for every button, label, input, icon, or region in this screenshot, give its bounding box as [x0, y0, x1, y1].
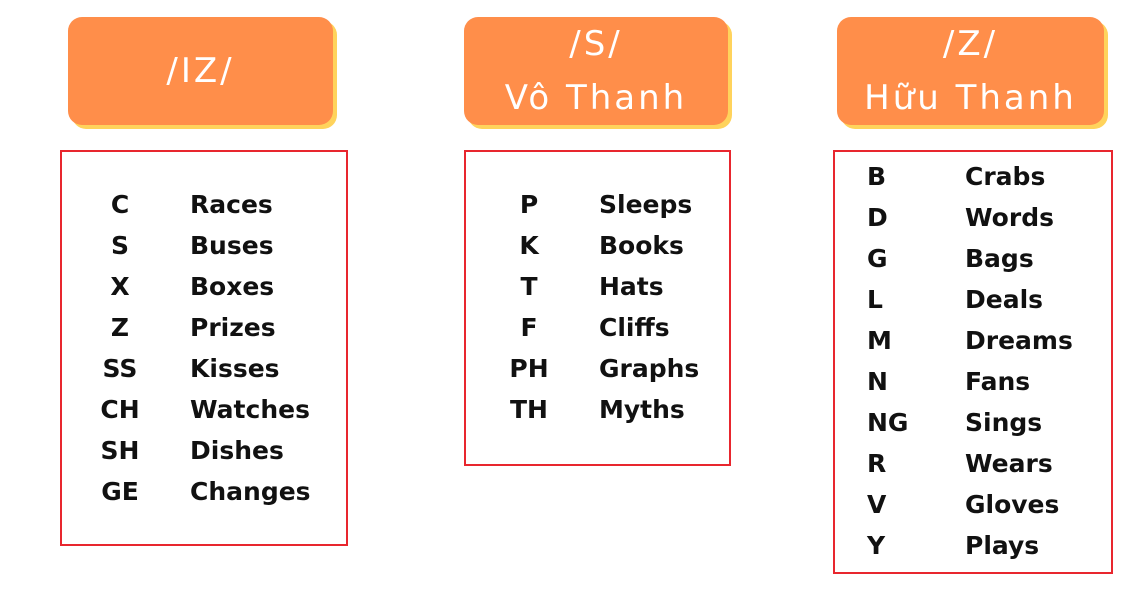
- list-item: PH Graphs: [466, 354, 729, 395]
- list-item: D Words: [835, 203, 1111, 244]
- list-item: CH Watches: [62, 395, 346, 436]
- spelling-letter: D: [867, 203, 888, 232]
- spelling-letter: G: [867, 244, 888, 273]
- spelling-letter: SS: [102, 354, 138, 383]
- list-item: F Cliffs: [466, 313, 729, 354]
- example-word: Crabs: [965, 162, 1046, 191]
- list-item: X Boxes: [62, 272, 346, 313]
- spelling-letter: NG: [867, 408, 909, 437]
- example-word: Graphs: [599, 354, 700, 383]
- spelling-letter: M: [867, 326, 892, 355]
- list-item: N Fans: [835, 367, 1111, 408]
- list-item: V Gloves: [835, 490, 1111, 531]
- example-word: Sings: [965, 408, 1043, 437]
- list-item: SS Kisses: [62, 354, 346, 395]
- list-item: GE Changes: [62, 477, 346, 518]
- spelling-letter: GE: [101, 477, 139, 506]
- example-word: Cliffs: [599, 313, 670, 342]
- list-item: TH Myths: [466, 395, 729, 436]
- spelling-letter: V: [867, 490, 887, 519]
- example-word: Words: [965, 203, 1054, 232]
- spelling-letter: Z: [110, 313, 130, 342]
- list-item: P Sleeps: [466, 190, 729, 231]
- spelling-letter: X: [110, 272, 130, 301]
- example-word: Gloves: [965, 490, 1060, 519]
- spelling-letter: SH: [100, 436, 140, 465]
- spelling-letter: Y: [867, 531, 886, 560]
- spelling-letter: TH: [510, 395, 548, 424]
- example-word: Hats: [599, 272, 664, 301]
- example-word: Boxes: [190, 272, 275, 301]
- list-item: M Dreams: [835, 326, 1111, 367]
- spelling-letter: C: [110, 190, 130, 219]
- header-subtitle: Hữu Thanh: [864, 78, 1077, 118]
- example-word: Books: [599, 231, 684, 260]
- spelling-letter: S: [110, 231, 129, 260]
- spelling-letter: L: [867, 285, 883, 314]
- spelling-letter: N: [867, 367, 888, 396]
- example-word: Bags: [965, 244, 1034, 273]
- list-item: SH Dishes: [62, 436, 346, 477]
- spelling-letter: K: [519, 231, 539, 260]
- spelling-letter: B: [867, 162, 887, 191]
- list-item: Y Plays: [835, 531, 1111, 572]
- header-iz: /IZ/: [68, 17, 333, 125]
- example-word: Prizes: [190, 313, 276, 342]
- example-word: Dreams: [965, 326, 1073, 355]
- example-word: Races: [190, 190, 273, 219]
- list-item: B Crabs: [835, 162, 1111, 203]
- header-title: /S/: [569, 24, 623, 64]
- example-word: Dishes: [190, 436, 284, 465]
- spelling-letter: F: [520, 313, 538, 342]
- list-item: S Buses: [62, 231, 346, 272]
- example-word: Watches: [190, 395, 310, 424]
- spelling-letter: CH: [100, 395, 140, 424]
- example-word: Kisses: [190, 354, 280, 383]
- list-item: G Bags: [835, 244, 1111, 285]
- list-item: L Deals: [835, 285, 1111, 326]
- list-item: K Books: [466, 231, 729, 272]
- list-item: Z Prizes: [62, 313, 346, 354]
- example-word: Wears: [965, 449, 1053, 478]
- header-z: /Z/ Hữu Thanh: [837, 17, 1104, 125]
- spelling-letter: T: [520, 272, 538, 301]
- header-s: /S/ Vô Thanh: [464, 17, 728, 125]
- list-item: NG Sings: [835, 408, 1111, 449]
- list-item: R Wears: [835, 449, 1111, 490]
- example-word: Changes: [190, 477, 311, 506]
- example-word: Buses: [190, 231, 274, 260]
- list-item: C Races: [62, 190, 346, 231]
- example-word: Deals: [965, 285, 1044, 314]
- example-word: Fans: [965, 367, 1031, 396]
- example-word: Myths: [599, 395, 685, 424]
- spelling-letter: P: [519, 190, 539, 219]
- header-title: /IZ/: [166, 51, 235, 91]
- list-item: T Hats: [466, 272, 729, 313]
- example-word: Plays: [965, 531, 1040, 560]
- spelling-letter: R: [867, 449, 887, 478]
- header-title: /Z/: [942, 24, 999, 64]
- header-subtitle: Vô Thanh: [504, 78, 688, 118]
- spelling-letter: PH: [509, 354, 549, 383]
- example-word: Sleeps: [599, 190, 693, 219]
